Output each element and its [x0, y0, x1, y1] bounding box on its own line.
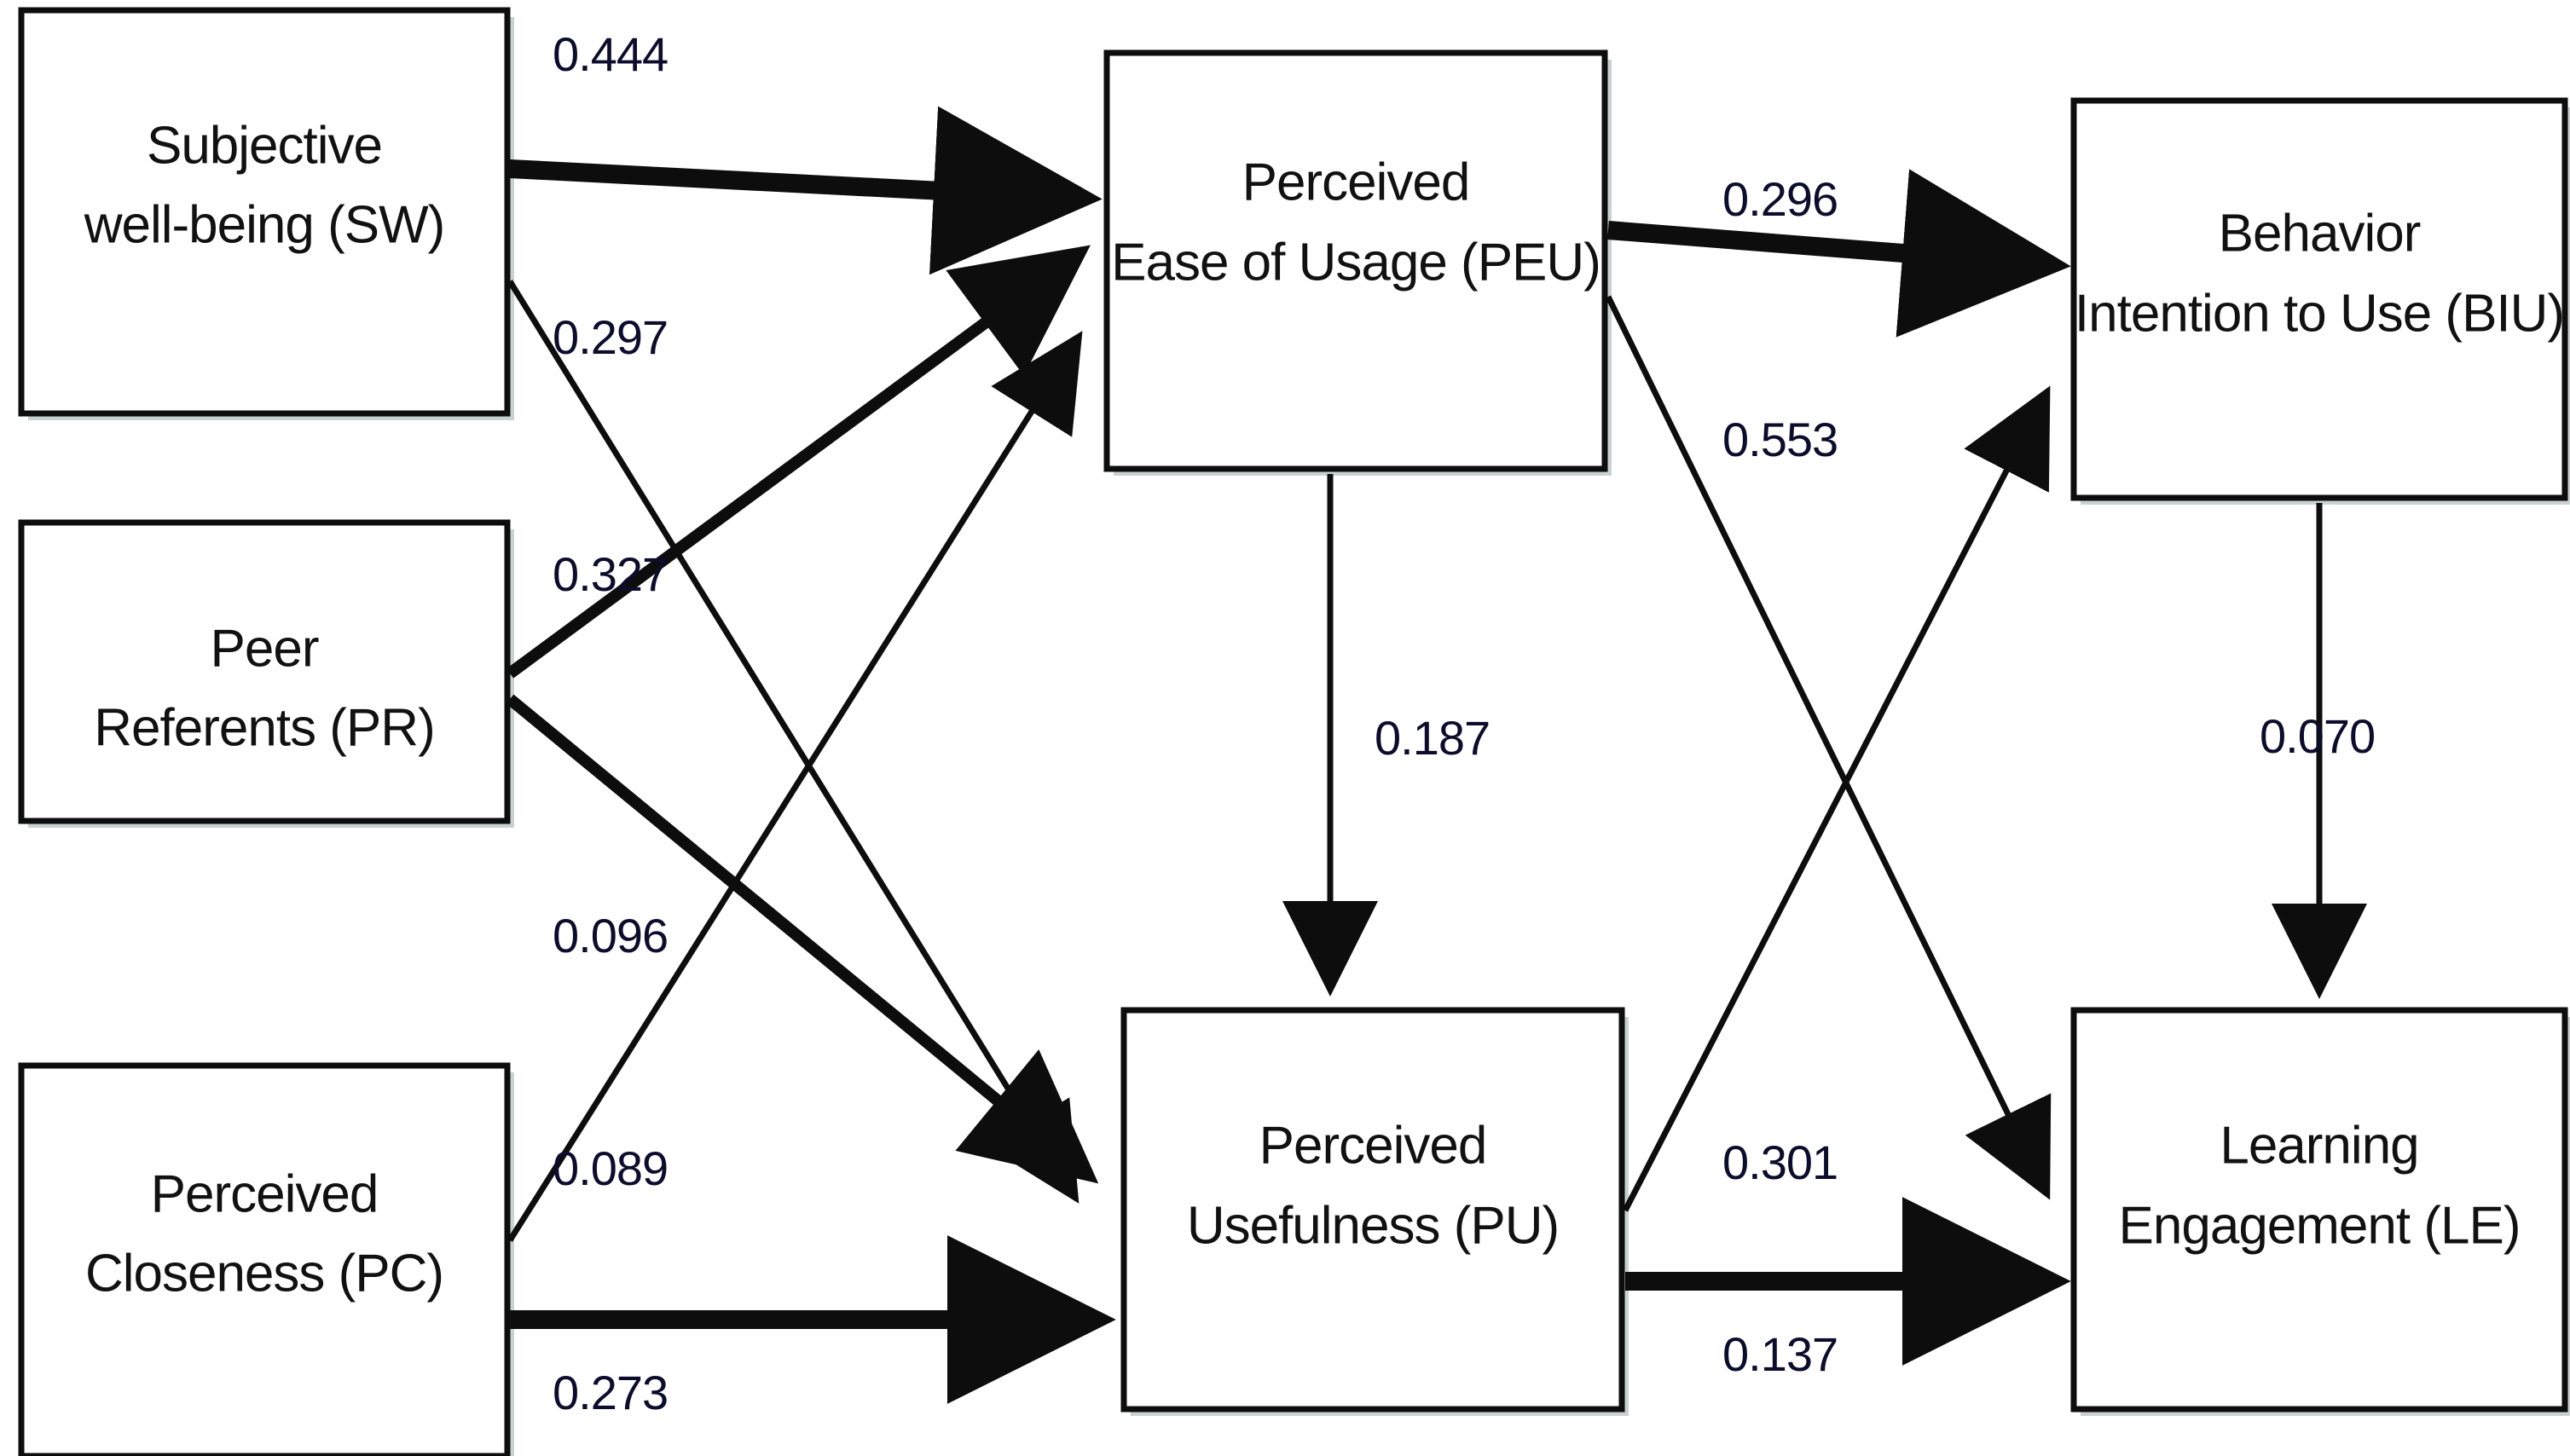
node-pu-label-line1: Perceived — [1259, 1116, 1487, 1175]
node-biu-label-line1: Behavior — [2219, 204, 2421, 263]
node-le-box[interactable] — [2070, 1007, 2568, 1413]
coefficient-peu-le: 0.553 — [1722, 413, 1838, 466]
coefficient-pu-le: 0.137 — [1722, 1327, 1838, 1381]
path-peu-to-biu[interactable] — [1607, 169, 2071, 338]
node-sw[interactable]: Subjective well-being (SW) — [18, 7, 514, 420]
coefficient-pr-pu: 0.096 — [553, 909, 668, 962]
path-pr-to-pu[interactable] — [506, 694, 1099, 1184]
node-biu-label-line2: Intention to Use (BIU) — [2075, 284, 2564, 343]
node-sw-box[interactable] — [18, 7, 511, 417]
path-sw-to-peu[interactable] — [509, 106, 1103, 275]
node-le[interactable]: Learning Engagement (LE) — [2070, 1007, 2570, 1416]
node-peu-box[interactable] — [1103, 49, 1608, 472]
node-biu-box[interactable] — [2070, 97, 2568, 501]
node-pc-box[interactable] — [18, 1062, 511, 1456]
node-pc-label-line1: Perceived — [151, 1164, 379, 1223]
node-le-label-line2: Engagement (LE) — [2119, 1196, 2521, 1255]
node-pr-label-line2: Referents (PR) — [94, 698, 434, 757]
node-pc-label-line2: Closeness (PC) — [85, 1244, 443, 1303]
node-peu-label-line1: Perceived — [1242, 153, 1470, 211]
path-pr-to-peu[interactable] — [506, 245, 1091, 679]
node-pr-box[interactable] — [18, 519, 511, 824]
coefficient-pu-biu: 0.301 — [1722, 1135, 1838, 1189]
node-sw-label-line1: Subjective — [147, 116, 382, 175]
coefficient-pc-peu: 0.089 — [553, 1141, 668, 1195]
coefficient-sw-peu: 0.444 — [553, 27, 668, 81]
node-biu[interactable]: Behavior Intention to Use (BIU) — [2070, 97, 2570, 505]
node-pu-label-line2: Usefulness (PU) — [1187, 1196, 1559, 1255]
node-pr[interactable]: Peer Referents (PR) — [18, 519, 514, 828]
node-peu[interactable]: Perceived Ease of Usage (PEU) — [1103, 49, 1612, 476]
path-peu-to-le[interactable] — [1605, 295, 2052, 1200]
coefficient-peu-biu: 0.296 — [1722, 172, 1838, 226]
node-pu[interactable]: Perceived Usefulness (PU) — [1120, 1007, 1629, 1416]
coefficient-sw-pu: 0.297 — [553, 310, 668, 364]
path-pc-to-peu[interactable] — [507, 331, 1083, 1242]
path-sw-to-pu[interactable] — [507, 280, 1080, 1204]
coefficient-biu-le: 0.070 — [2260, 709, 2375, 763]
node-peu-label-line2: Ease of Usage (PEU) — [1111, 233, 1600, 292]
node-pu-box[interactable] — [1120, 1007, 1625, 1413]
coefficient-pc-pu: 0.273 — [553, 1366, 668, 1419]
coefficient-pr-peu: 0.327 — [553, 547, 668, 601]
node-le-label-line1: Learning — [2220, 1116, 2418, 1175]
coefficient-peu-pu: 0.187 — [1375, 711, 1490, 765]
path-pu-to-biu[interactable] — [1622, 385, 2051, 1212]
node-pc[interactable]: Perceived Closeness (PC) — [18, 1062, 514, 1456]
node-sw-label-line2: well-being (SW) — [84, 195, 445, 254]
node-pr-label-line1: Peer — [211, 619, 319, 678]
